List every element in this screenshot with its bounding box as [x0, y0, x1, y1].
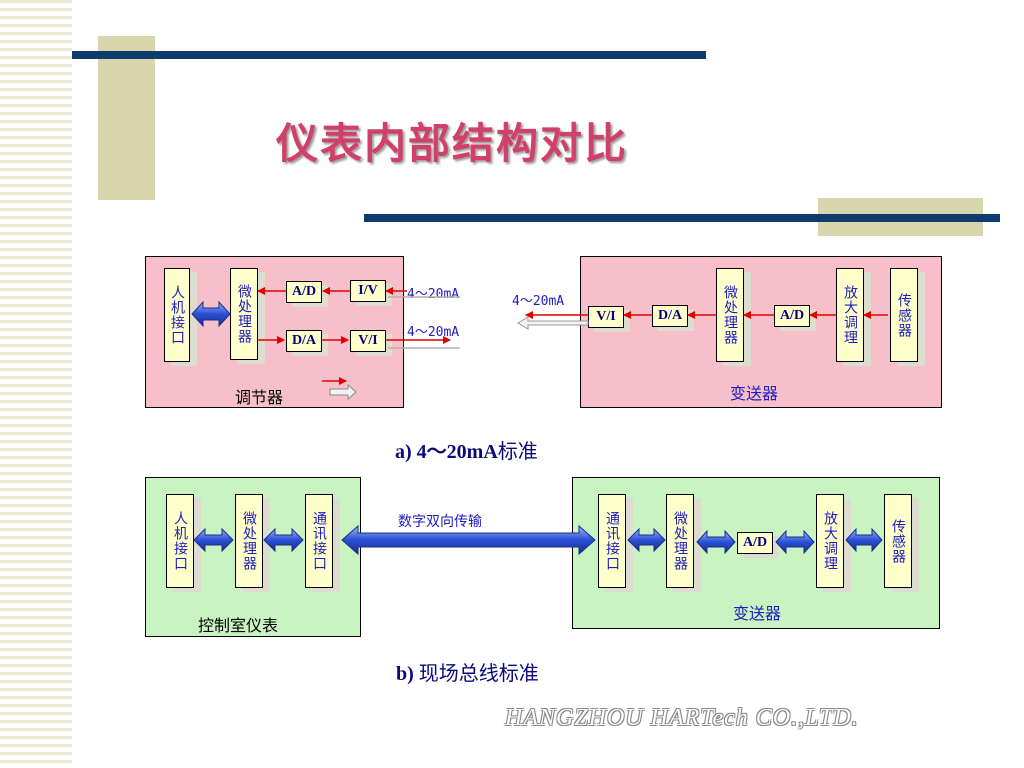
page-title: 仪表内部结构对比: [276, 119, 629, 168]
caption-a: a) 4～20mA标准: [395, 435, 538, 464]
tb-comm-cpu-arrow: [627, 527, 666, 553]
transmitter-a-da-box: D/A: [652, 305, 688, 327]
footer-company: HANGZHOU HARTech CO.,LTD.: [505, 705, 859, 731]
transmitter-b-sensor-box: 传感器: [884, 494, 912, 588]
transmitter-b-label: 变送器: [733, 604, 782, 623]
regulator-cpu-box: 微处理器: [230, 268, 258, 360]
control-room-comm-box: 通讯接口: [305, 494, 333, 588]
fieldbus-bidir-arrow: [341, 524, 596, 556]
cr-hmi-cpu-arrow: [193, 527, 234, 553]
caption-b: b) 现场总线标准: [396, 657, 539, 686]
navy-bar-mid: [364, 214, 1000, 222]
tan-block-top: [98, 36, 155, 200]
transmitter-b-cpu-box: 微处理器: [666, 494, 694, 588]
control-room-cpu-box: 微处理器: [235, 494, 263, 588]
tb-amp-sensor-arrow: [845, 527, 883, 553]
transmitter-b-amp-box: 放大调理: [816, 494, 844, 588]
navy-bar-top: [72, 51, 706, 59]
transmitter-b-ad-box: A/D: [737, 532, 773, 554]
regulator-hmi-box: 人机接口: [164, 268, 190, 362]
transmitter-b-comm-box: 通讯接口: [598, 494, 626, 588]
control-room-label: 控制室仪表: [198, 616, 279, 635]
caption-a-suffix: 标准: [497, 439, 538, 463]
regulator-ad-box: A/D: [286, 281, 322, 303]
caption-a-prefix: a) 4～20mA: [395, 441, 498, 463]
transmitter-a-panel: [580, 256, 942, 408]
left-stripe-decoration: [0, 0, 72, 768]
transmitter-a-amp-box: 放大调理: [836, 268, 864, 362]
regulator-shadow-lines: [388, 296, 460, 349]
regulator-signal-in-label: 4～20mA: [407, 287, 460, 302]
regulator-label: 调节器: [235, 388, 284, 407]
regulator-bidir-arrow: [191, 300, 231, 328]
cr-cpu-comm-arrow: [263, 527, 304, 553]
control-room-hmi-box: 人机接口: [166, 494, 194, 588]
legend-hollow-arrow: [329, 383, 357, 401]
caption-b-suffix: 现场总线标准: [418, 661, 539, 685]
transmitter-a-cpu-box: 微处理器: [716, 268, 744, 362]
transmitter-a-label: 变送器: [730, 384, 779, 403]
regulator-vi-box: V/I: [350, 330, 386, 352]
transmitter-a-sensor-box: 传感器: [890, 268, 918, 362]
link-label: 数字双向传输: [398, 514, 482, 530]
transmitter-a-vi-box: V/I: [588, 306, 624, 328]
transmitter-a-hollow-arrow: [517, 316, 589, 330]
tb-ad-amp-arrow: [775, 529, 815, 555]
tb-cpu-ad-arrow: [696, 529, 736, 555]
caption-b-prefix: b): [396, 663, 414, 685]
regulator-da-box: D/A: [286, 330, 322, 352]
transmitter-a-signal-label: 4～20mA: [512, 294, 565, 309]
